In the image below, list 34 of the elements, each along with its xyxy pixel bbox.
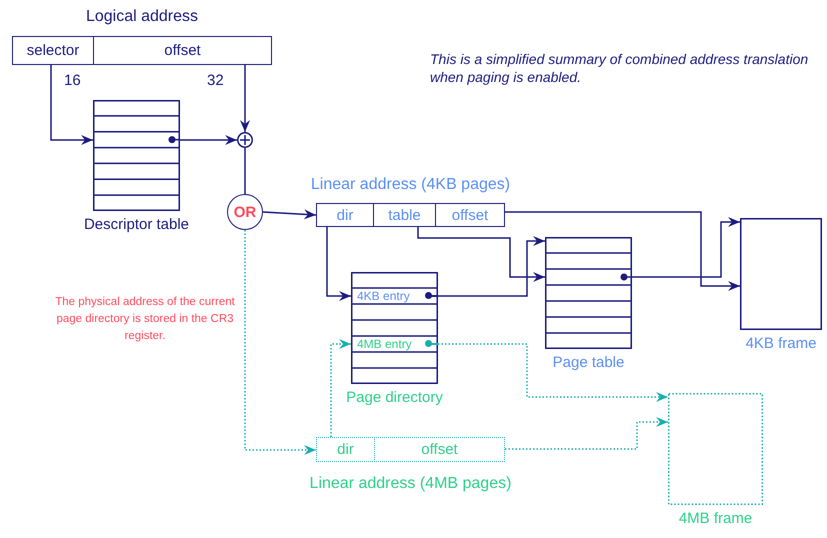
address-field: table [373,203,436,227]
summary-note: This is a simplified summary of combined address translation when paging is enabled. [430,50,810,86]
arrow [632,217,740,278]
arrow [505,211,740,291]
arrow [417,227,545,282]
arrow [438,236,545,297]
frame-caption: 4MB frame [678,511,754,527]
or-gate: OR [227,194,263,230]
address-heading: Linear address (4KB pages) [310,176,512,194]
table-caption: Page directory [345,390,444,406]
arrow [326,227,351,301]
table-caption: Page table [552,355,626,371]
frame-caption: 4KB frame [744,336,818,352]
connector [244,148,246,194]
table-caption: Descriptor table [82,217,190,233]
dotted-arrow [244,230,316,455]
address-field: dir [316,203,374,227]
address-field: offset [93,36,272,65]
arrow [262,209,316,220]
entry-label: 4MB entry [357,337,412,351]
dotted-arrow [438,343,668,402]
address-field: dir [316,437,375,462]
arrow [240,65,250,132]
address-heading: Linear address (4MB pages) [308,475,512,493]
cr3-note: The physical address of the current page directory is stored in the CR3 register. [54,295,236,344]
address-field: offset [374,437,505,462]
arrow [50,65,93,145]
address-field: selector [12,36,94,65]
dotted-arrow [330,339,351,437]
arrow [180,135,237,145]
address-field: offset [435,203,505,227]
address-heading: Logical address [84,8,200,26]
dotted-arrow [505,417,668,450]
entry-label: 4KB entry [357,289,410,303]
